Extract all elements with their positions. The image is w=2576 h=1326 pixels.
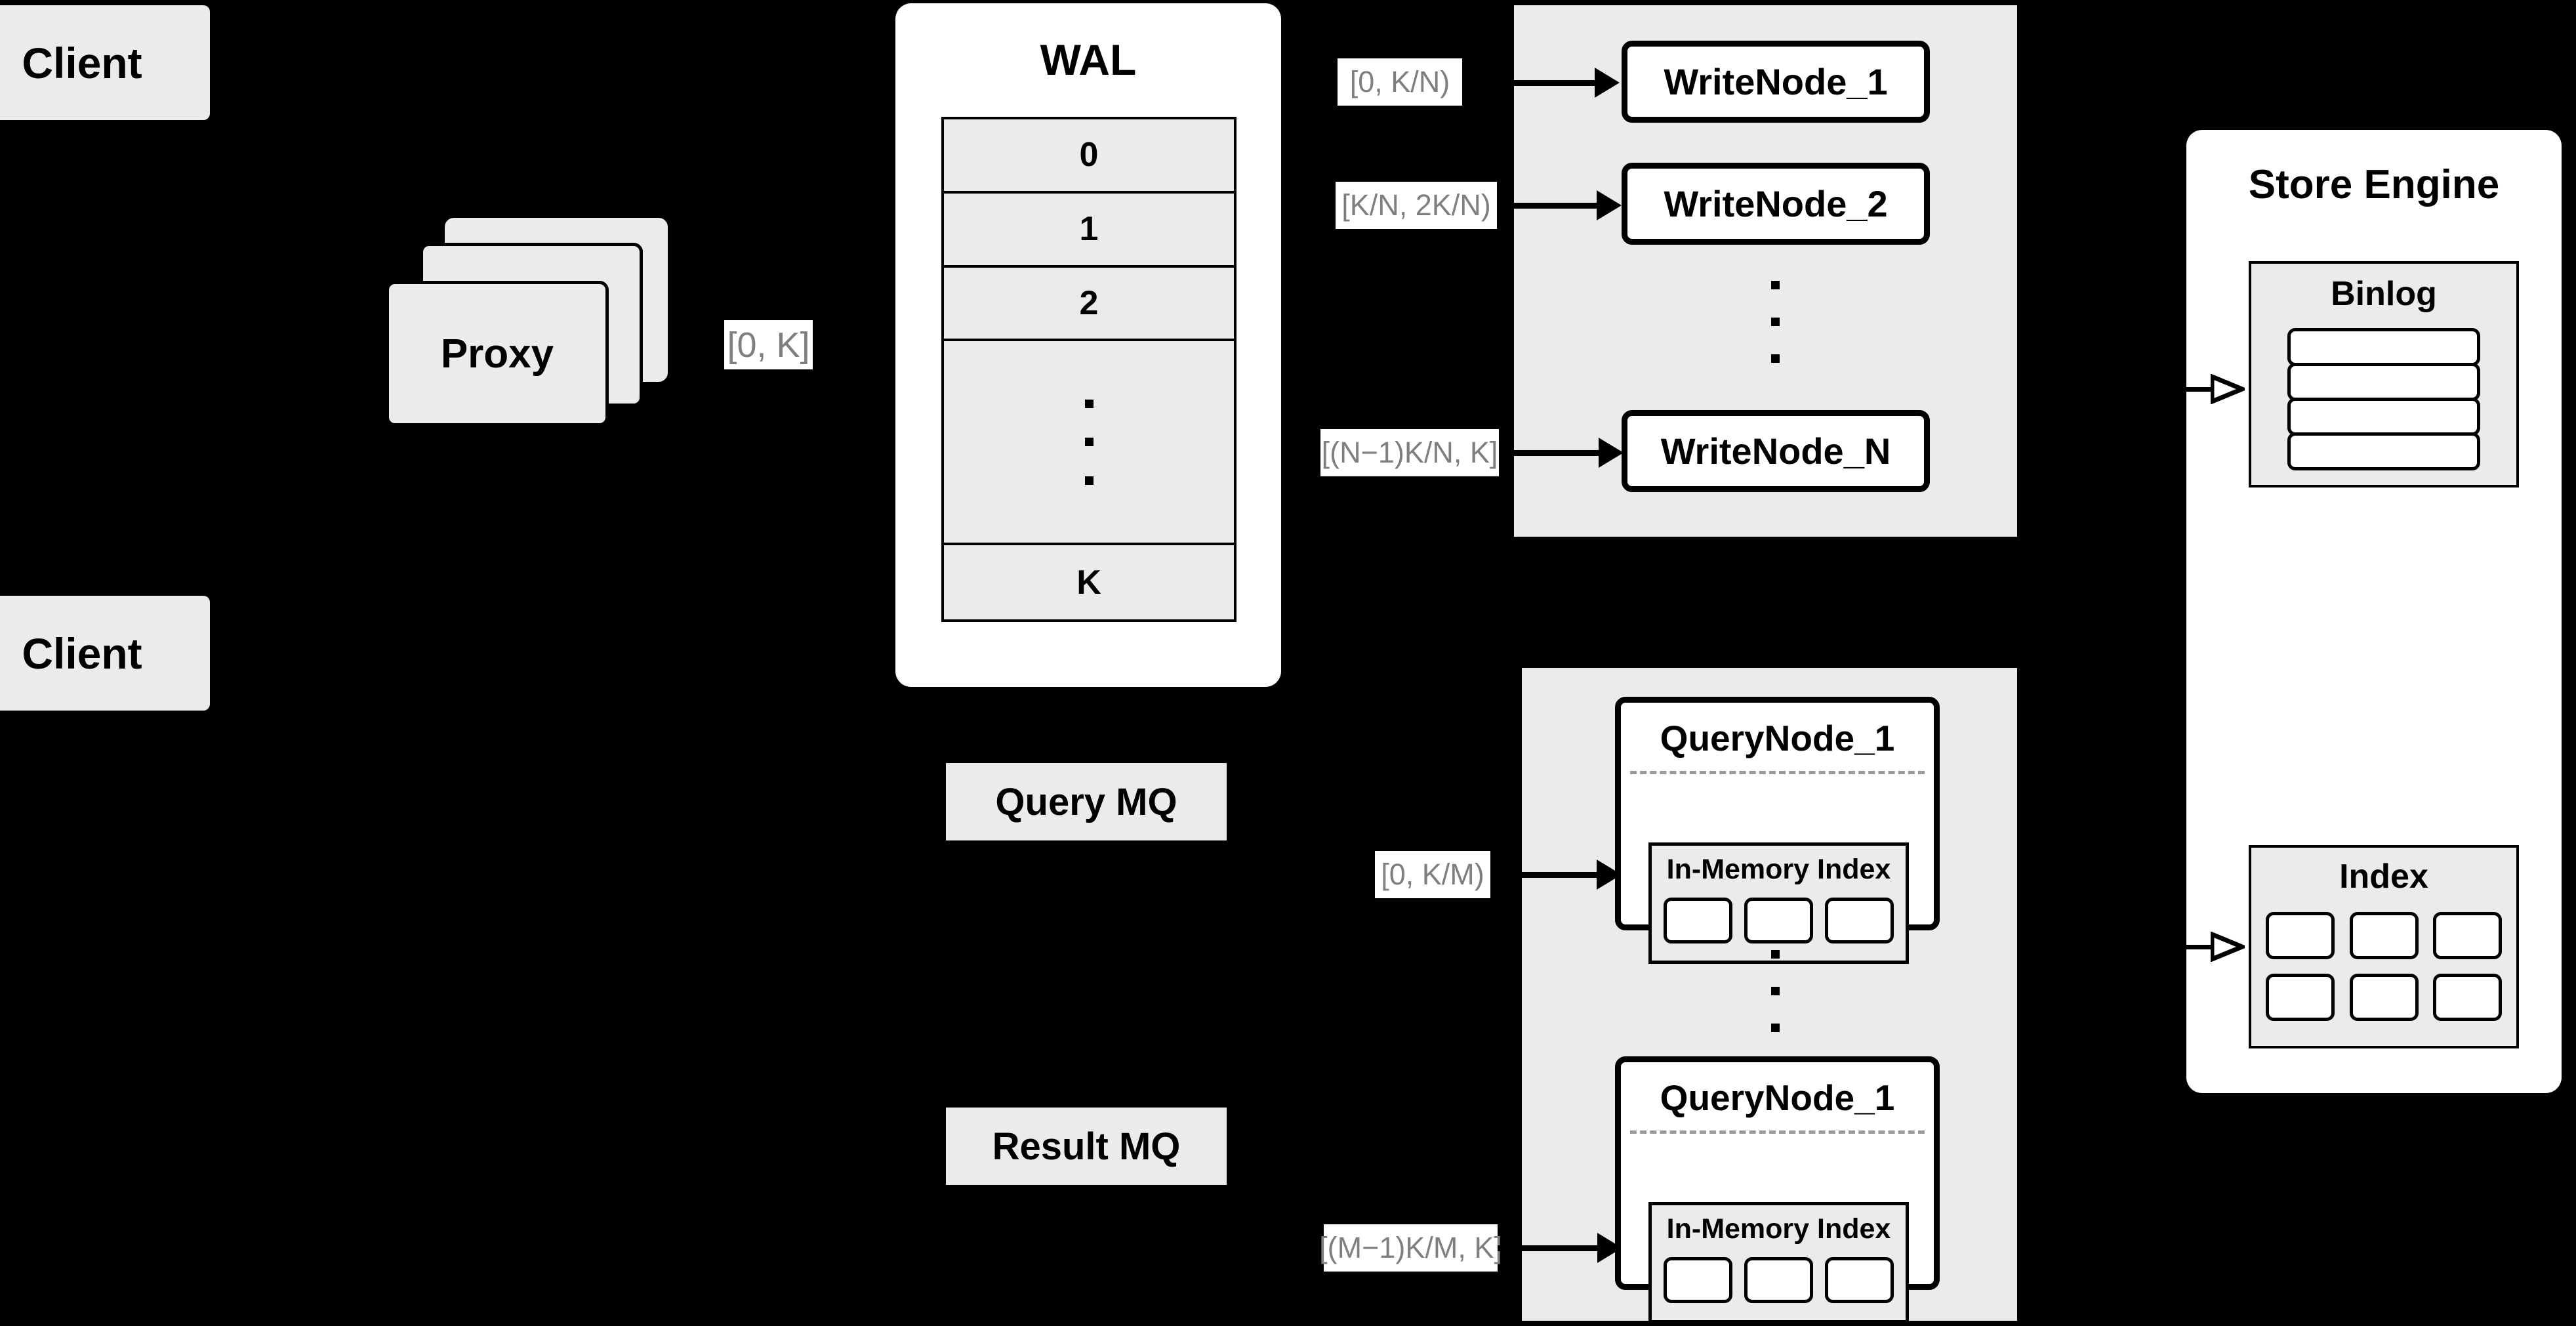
binlog-row[interactable] bbox=[2287, 328, 2480, 366]
wal-entry-label: 0 bbox=[1079, 136, 1099, 175]
wal-entry[interactable]: 1 bbox=[944, 193, 1234, 268]
in-memory-index-title: In-Memory Index bbox=[1666, 1213, 1891, 1245]
write-node-range-label-1: [0, K/N) bbox=[1338, 58, 1462, 106]
client-label: Client bbox=[22, 38, 142, 87]
query-mq-box[interactable]: Query MQ bbox=[946, 763, 1227, 840]
index-grid-cell[interactable] bbox=[2432, 974, 2502, 1021]
index-cell[interactable] bbox=[1825, 1257, 1894, 1303]
arrow-to-binlog bbox=[2184, 374, 2257, 404]
index-cell[interactable] bbox=[1664, 1257, 1732, 1303]
store-engine-title: Store Engine bbox=[2248, 162, 2500, 207]
arrow-shaft bbox=[1462, 79, 1595, 86]
query-node-range-label-1: [0, K/M) bbox=[1375, 851, 1490, 898]
binlog-title: Binlog bbox=[2331, 275, 2437, 313]
arrow-shaft bbox=[1490, 871, 1597, 878]
wal-entry[interactable]: 0 bbox=[944, 119, 1234, 194]
in-memory-index-1: In-Memory Index bbox=[1648, 842, 1909, 964]
index-section: Index bbox=[2249, 845, 2519, 1048]
arrow-to-write-node-1 bbox=[1462, 68, 1620, 98]
query-node-label: QueryNode_1 bbox=[1660, 718, 1895, 758]
binlog-row[interactable] bbox=[2287, 432, 2480, 470]
index-cell[interactable] bbox=[1744, 1257, 1813, 1303]
write-node-ellipsis-icon bbox=[1771, 281, 1780, 363]
range-text: [(M−1)K/M, K] bbox=[1319, 1231, 1502, 1264]
client-label: Client bbox=[22, 629, 142, 678]
queue-label: Result MQ bbox=[992, 1125, 1181, 1168]
range-text: [(N−1)K/N, K] bbox=[1321, 436, 1498, 469]
index-grid-cell[interactable] bbox=[2432, 912, 2502, 959]
in-memory-index-m: In-Memory Index bbox=[1648, 1202, 1909, 1323]
range-text: [0, K] bbox=[727, 325, 810, 365]
proxy-range-label: [0, K] bbox=[724, 320, 813, 369]
binlog-row[interactable] bbox=[2287, 363, 2480, 401]
index-grid-cell[interactable] bbox=[2266, 974, 2335, 1021]
wal-entry-label: 2 bbox=[1079, 284, 1099, 323]
query-node-1[interactable]: QueryNode_1 In-Memory Index bbox=[1615, 697, 1940, 964]
arrow-head-icon bbox=[1597, 190, 1622, 220]
arrow-to-query-node-1 bbox=[1490, 860, 1622, 890]
client-box-1[interactable]: Client bbox=[0, 5, 210, 120]
index-grid-cell[interactable] bbox=[2266, 912, 2335, 959]
index-cell[interactable] bbox=[1744, 898, 1813, 943]
arrow-shaft bbox=[1497, 202, 1597, 209]
wal-title: WAL bbox=[1040, 35, 1137, 84]
range-text: [0, K/N) bbox=[1349, 65, 1450, 98]
arrow-to-query-node-m bbox=[1498, 1233, 1622, 1263]
write-node-label: WriteNode_2 bbox=[1664, 183, 1888, 224]
index-cell[interactable] bbox=[1664, 898, 1732, 943]
arrow-shaft bbox=[2184, 386, 2211, 392]
write-node-1[interactable]: WriteNode_1 bbox=[1622, 41, 1930, 123]
proxy-card-front[interactable]: Proxy bbox=[386, 281, 609, 426]
binlog-section: Binlog bbox=[2249, 261, 2519, 487]
range-text: [K/N, 2K/N) bbox=[1341, 188, 1491, 222]
in-memory-index-title: In-Memory Index bbox=[1666, 854, 1891, 885]
write-node-range-label-n: [(N−1)K/N, K] bbox=[1320, 429, 1499, 476]
client-box-2[interactable]: Client bbox=[0, 596, 210, 711]
arrow-head-icon bbox=[1599, 438, 1624, 468]
wal-entry-ellipsis bbox=[944, 341, 1234, 546]
index-grid-cell[interactable] bbox=[2349, 912, 2419, 959]
vertical-ellipsis-icon bbox=[1084, 399, 1094, 485]
arrow-head-icon bbox=[1595, 68, 1620, 98]
index-grid-cell[interactable] bbox=[2349, 974, 2419, 1021]
wal-entry-label: K bbox=[1076, 563, 1101, 602]
query-node-label: QueryNode_1 bbox=[1660, 1077, 1895, 1118]
index-title: Index bbox=[2339, 858, 2428, 896]
query-node-range-label-m: [(M−1)K/M, K] bbox=[1319, 1224, 1502, 1272]
wal-entry[interactable]: K bbox=[944, 545, 1234, 619]
wal-entry[interactable]: 2 bbox=[944, 267, 1234, 342]
arrow-to-index bbox=[2184, 932, 2257, 962]
query-node-ellipsis-icon bbox=[1771, 950, 1780, 1032]
write-node-range-label-2: [K/N, 2K/N) bbox=[1336, 182, 1497, 229]
query-node-divider bbox=[1630, 771, 1925, 774]
proxy-label: Proxy bbox=[440, 331, 554, 377]
index-cell[interactable] bbox=[1825, 898, 1894, 943]
write-node-label: WriteNode_1 bbox=[1664, 61, 1888, 102]
open-arrow-head-icon bbox=[2211, 374, 2245, 404]
arrow-shaft bbox=[1499, 449, 1599, 456]
arrow-shaft bbox=[1498, 1245, 1597, 1251]
open-arrow-head-icon bbox=[2211, 932, 2245, 962]
arrow-shaft bbox=[2184, 944, 2211, 949]
range-text: [0, K/M) bbox=[1381, 858, 1484, 891]
arrow-to-write-node-2 bbox=[1497, 190, 1622, 220]
write-node-n[interactable]: WriteNode_N bbox=[1622, 410, 1930, 492]
write-node-label: WriteNode_N bbox=[1660, 430, 1891, 472]
binlog-row[interactable] bbox=[2287, 398, 2480, 436]
queue-label: Query MQ bbox=[995, 780, 1177, 823]
query-node-m[interactable]: QueryNode_1 In-Memory Index bbox=[1615, 1056, 1940, 1323]
wal-entry-label: 1 bbox=[1079, 210, 1099, 249]
write-node-2[interactable]: WriteNode_2 bbox=[1622, 163, 1930, 245]
query-node-divider bbox=[1630, 1130, 1925, 1134]
wal-table: 0 1 2 K bbox=[941, 117, 1237, 622]
result-mq-box[interactable]: Result MQ bbox=[946, 1108, 1227, 1185]
arrow-to-write-node-n bbox=[1499, 438, 1624, 468]
